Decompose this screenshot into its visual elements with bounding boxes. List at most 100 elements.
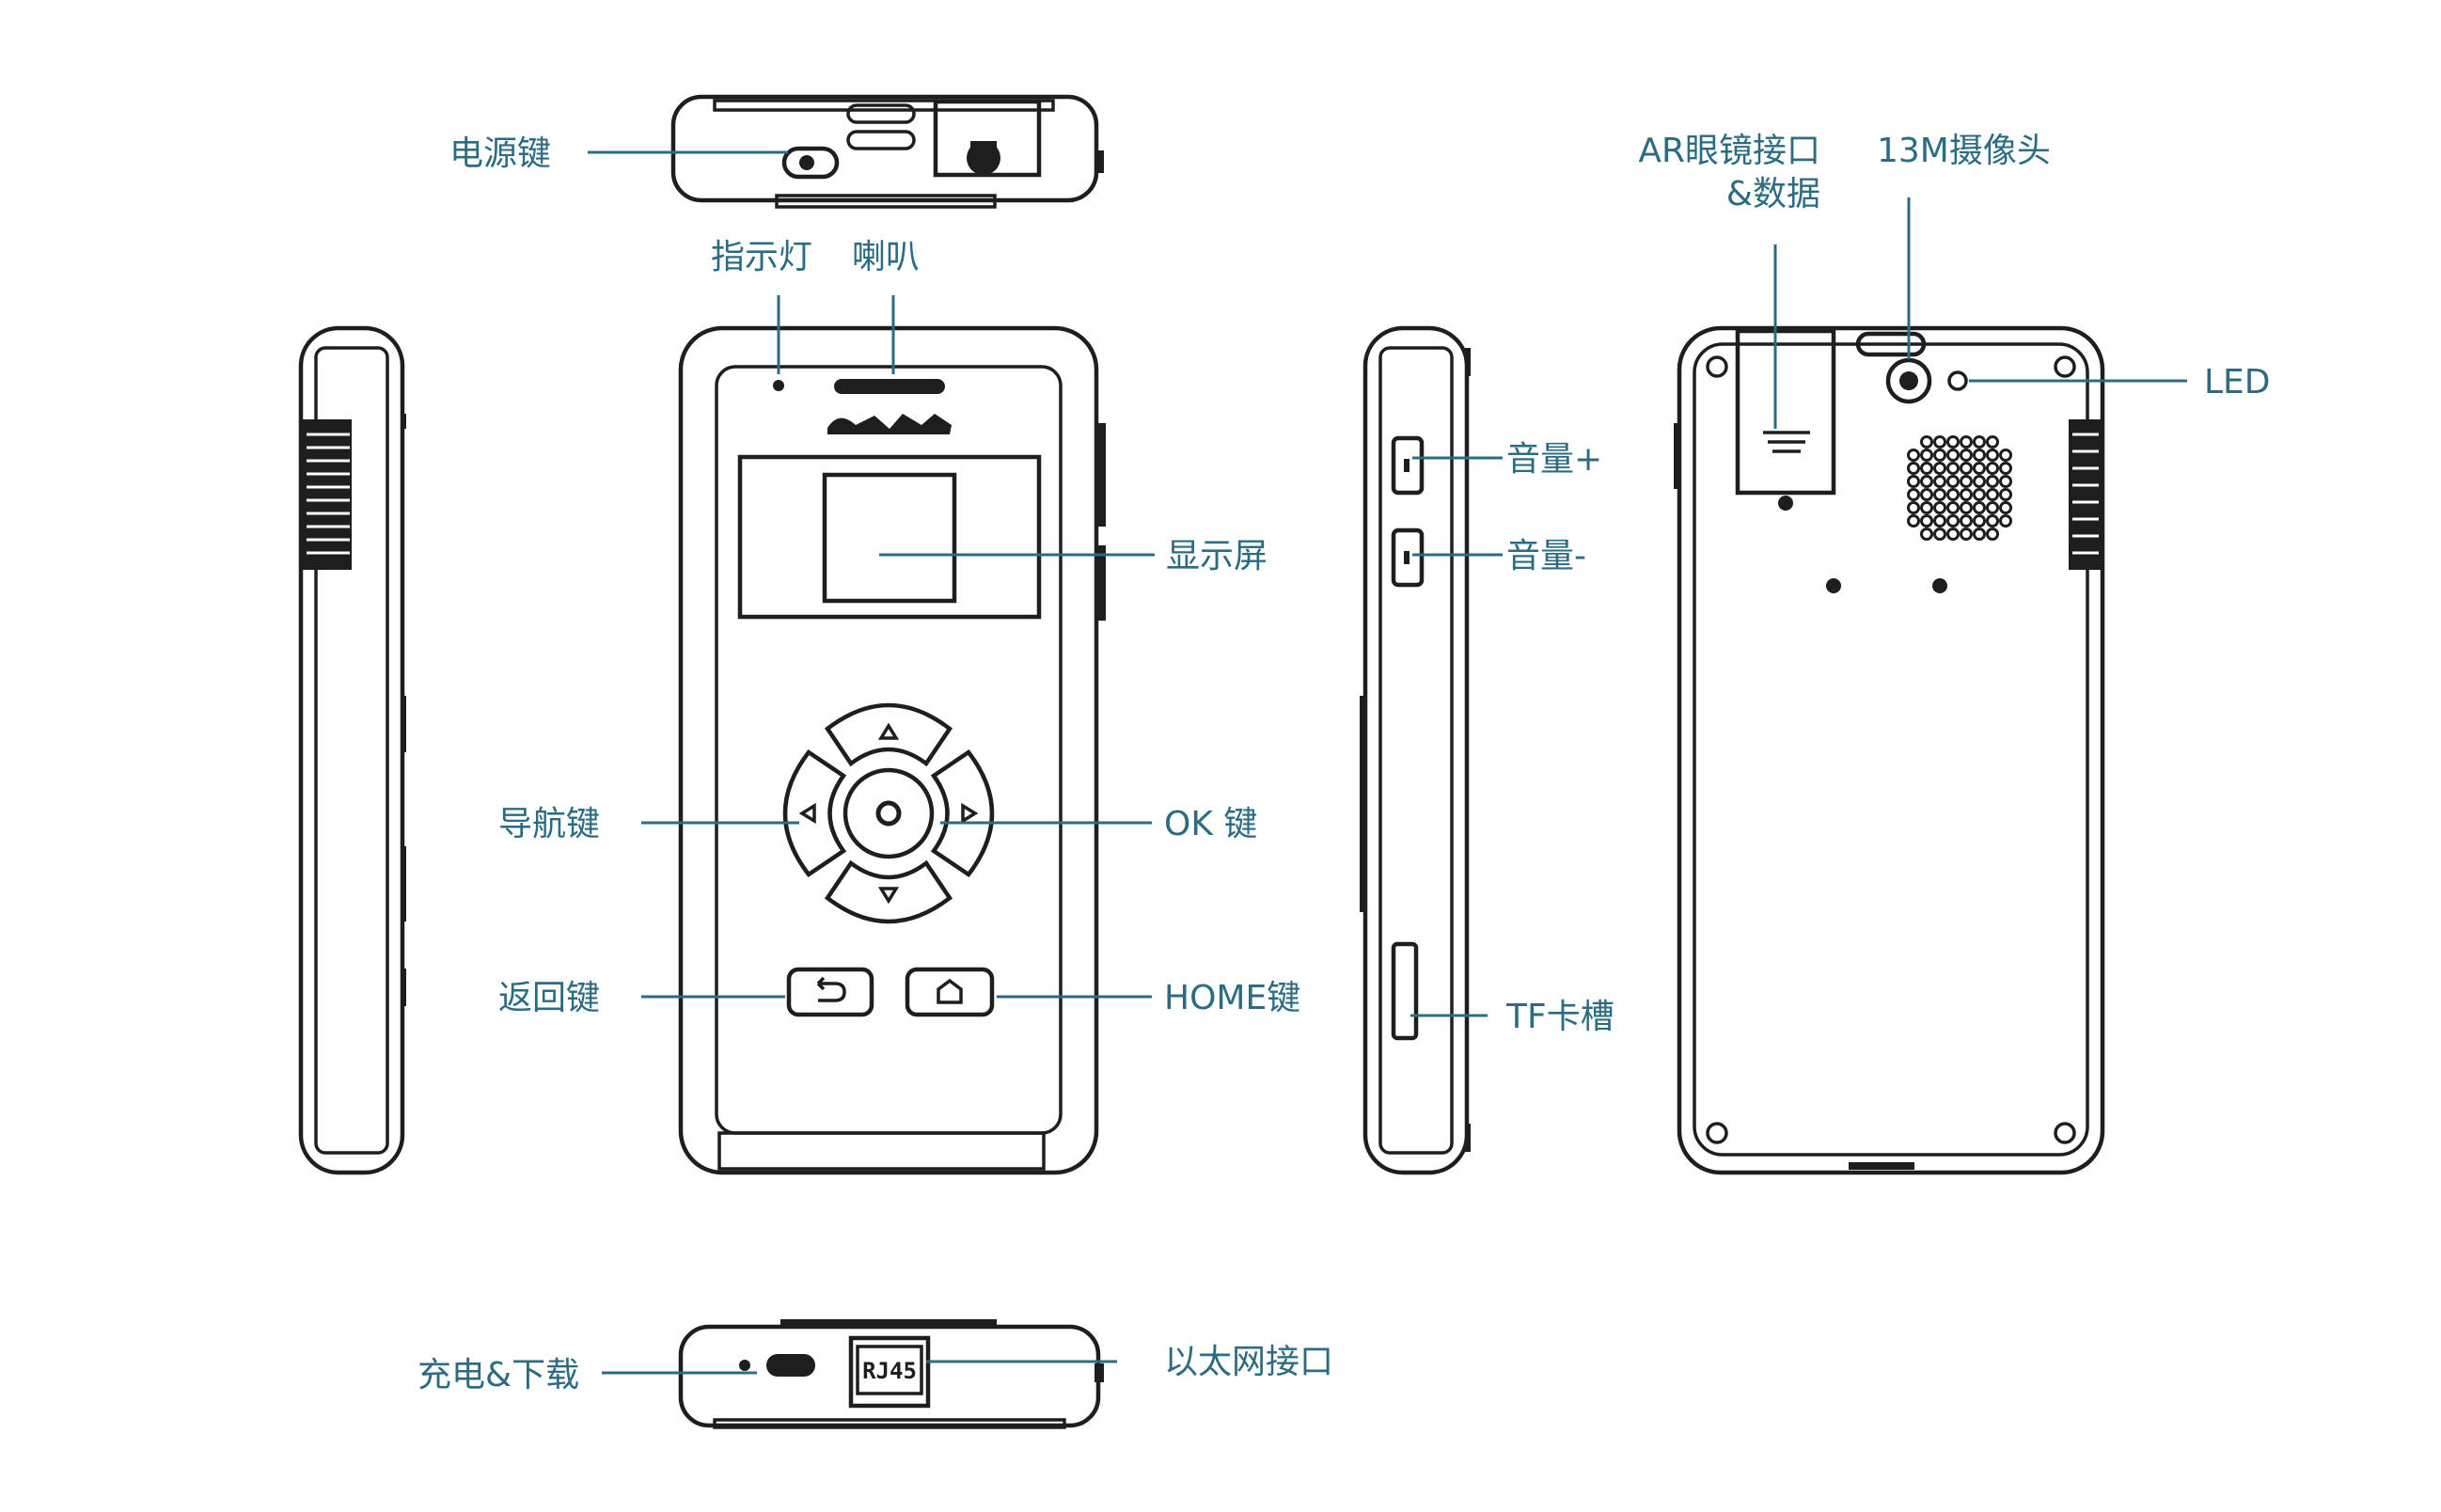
nav-left-button: [782, 748, 847, 878]
camera-lens: [1885, 357, 1932, 404]
speaker-hole: [1933, 528, 1946, 541]
home-key-label: HOME键: [1164, 979, 1300, 1017]
right-side-view: [1360, 325, 1471, 1175]
speaker-hole: [1933, 449, 1946, 462]
back-button: [786, 967, 874, 1017]
speaker-hole: [1933, 475, 1946, 488]
speaker-hole: [1907, 501, 1920, 514]
left-arrow-icon: [798, 802, 816, 825]
speaker-hole: [1999, 449, 2012, 462]
power-key-label: 电源键: [449, 134, 551, 173]
ar-port-cover: [1735, 328, 1836, 496]
speaker-hole: [1907, 514, 1920, 528]
ethernet-label: 以太网接口: [1164, 1343, 1333, 1381]
tf-card-slot: [1391, 941, 1419, 1041]
speaker-hole: [1986, 435, 1999, 449]
led-label: LED: [2204, 363, 2271, 402]
display-screen: [737, 454, 1042, 620]
back-view: [1674, 325, 2105, 1175]
speaker-hole: [1920, 514, 1933, 528]
speaker-hole: [1999, 462, 2012, 475]
speaker-hole: [1946, 475, 1960, 488]
speaker-hole: [1960, 501, 1973, 514]
leader-lines: [588, 150, 2187, 1375]
speaker-hole: [1986, 501, 1999, 514]
charging-port: [766, 1354, 815, 1377]
speaker-hole: [1986, 528, 1999, 541]
speaker-hole: [1920, 528, 1933, 541]
speaker-hole: [1907, 488, 1920, 501]
speaker-hole: [1986, 462, 1999, 475]
speaker-hole: [1999, 475, 2012, 488]
speaker-hole: [1999, 488, 2012, 501]
camera-label: 13M摄像头: [1877, 132, 2051, 170]
speaker-hole: [1960, 462, 1973, 475]
ar-port-label-2: &数据: [1726, 175, 1820, 213]
indicator-light: [773, 380, 784, 391]
speaker-hole: [1907, 475, 1920, 488]
speaker-hole: [1960, 435, 1973, 449]
rj45-port: [848, 1335, 931, 1409]
volume-up-button: [1391, 435, 1425, 496]
speaker-hole: [1999, 514, 2012, 528]
speaker-hole: [1973, 514, 1986, 528]
speaker-hole: [1973, 488, 1986, 501]
speaker-hole: [1946, 462, 1960, 475]
back-key-label: 返回键: [498, 979, 600, 1017]
navigation-pad: [782, 702, 995, 924]
charge-label: 充电&下载: [417, 1356, 579, 1394]
brand-logo: [827, 414, 952, 434]
power-switch: [781, 146, 840, 180]
speaker-hole: [1999, 501, 2012, 514]
home-icon: [937, 978, 963, 1004]
speaker-hole: [1946, 501, 1960, 514]
speaker-hole: [1960, 449, 1973, 462]
speaker-hole: [1920, 435, 1933, 449]
home-button: [905, 967, 995, 1017]
rj45-marking: RJ45: [862, 1358, 917, 1384]
front-view: [678, 325, 1106, 1175]
speaker-hole: [1960, 514, 1973, 528]
ok-key-label: OK 键: [1164, 805, 1257, 843]
labels: 电源键 指示灯 喇叭 显示屏 导航键 OK 键 返回键 HOME键 音量+ 音量…: [417, 132, 2271, 1394]
bottom-view: RJ45: [678, 1319, 1104, 1429]
ar-port-label: AR眼镜接口: [1638, 132, 1820, 170]
led-light: [1947, 370, 1968, 391]
speaker-hole: [1933, 514, 1946, 528]
speaker-hole: [1960, 488, 1973, 501]
speaker-hole: [1946, 435, 1960, 449]
speaker-hole: [1973, 449, 1986, 462]
down-arrow-icon: [877, 887, 900, 905]
speaker-hole: [1973, 501, 1986, 514]
speaker-hole: [1933, 435, 1946, 449]
display-label: 显示屏: [1166, 537, 1268, 575]
left-side-view: [298, 325, 406, 1175]
speaker-hole: [1907, 449, 1920, 462]
speaker-hole: [1920, 449, 1933, 462]
speaker-hole: [1907, 462, 1920, 475]
volume-up-label: 音量+: [1506, 440, 1602, 479]
back-speaker: [1907, 435, 2012, 541]
speaker-hole: [1986, 488, 1999, 501]
speaker-hole: [1946, 449, 1960, 462]
tf-slot-label: TF卡槽: [1505, 998, 1614, 1036]
speaker-hole: [1960, 528, 1973, 541]
speaker-hole: [1946, 514, 1960, 528]
nav-key-label: 导航键: [498, 805, 600, 843]
ok-button: [843, 767, 935, 859]
speaker-hole: [1973, 462, 1986, 475]
speaker-hole: [1973, 435, 1986, 449]
speaker-hole: [1960, 475, 1973, 488]
speaker-hole: [1986, 449, 1999, 462]
speaker-hole: [1933, 501, 1946, 514]
speaker-hole: [1920, 501, 1933, 514]
volume-down-button: [1391, 528, 1425, 588]
speaker-grille: [834, 379, 945, 394]
speaker-hole: [1986, 514, 1999, 528]
up-arrow-icon: [877, 722, 900, 740]
right-arrow-icon: [961, 802, 979, 825]
volume-down-label: 音量-: [1506, 537, 1586, 575]
nav-down-button: [824, 859, 953, 924]
speaker-label: 喇叭: [852, 238, 920, 276]
